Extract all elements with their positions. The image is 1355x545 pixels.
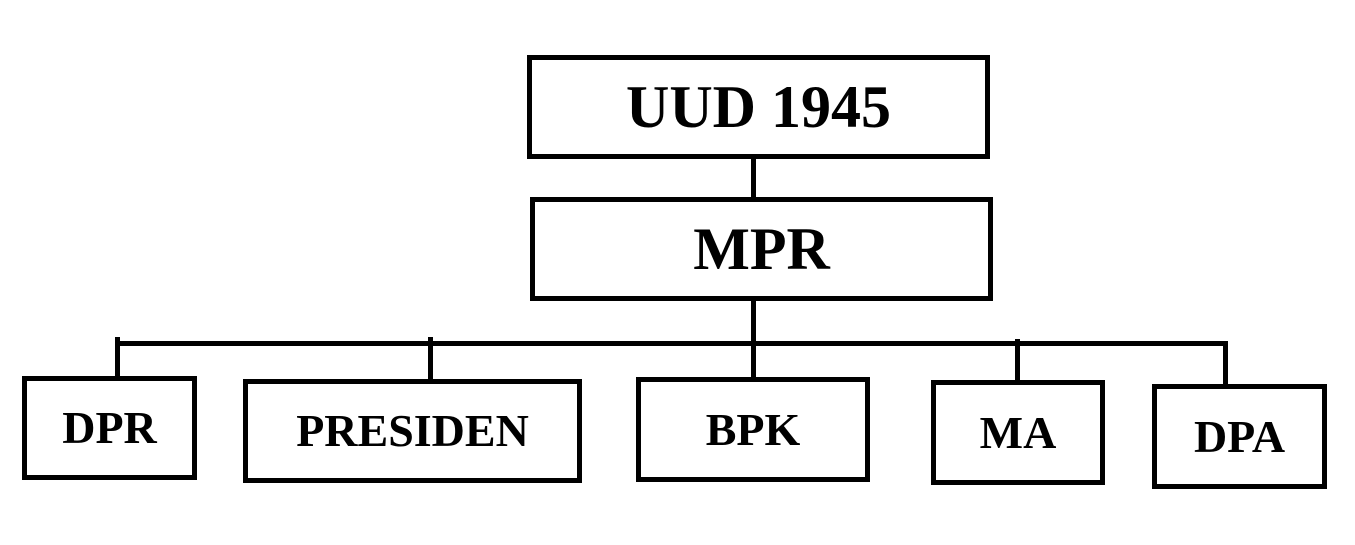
node-mpr-label: MPR [693,216,830,282]
node-uud-1945-label: UUD 1945 [626,74,891,140]
node-dpr-label: DPR [62,402,157,453]
node-bpk: BPK [636,377,870,482]
node-ma-label: MA [979,406,1057,458]
node-uud-1945: UUD 1945 [527,55,990,159]
edge-drop-presiden [428,337,433,381]
edge-drop-ma [1015,339,1020,382]
node-presiden-label: PRESIDEN [296,405,529,456]
edge-drop-dpr [115,337,120,378]
edge-mpr-trunk [751,301,756,379]
edge-horizontal-bus [115,341,1228,346]
node-dpa: DPA [1152,384,1327,489]
edge-uud1945-to-mpr [751,159,756,199]
node-ma: MA [931,380,1105,485]
node-dpa-label: DPA [1193,410,1286,462]
edge-drop-dpa [1223,341,1228,386]
node-dpr: DPR [22,376,197,480]
node-bpk-label: BPK [705,403,801,455]
node-presiden: PRESIDEN [243,379,582,483]
node-mpr: MPR [530,197,993,301]
